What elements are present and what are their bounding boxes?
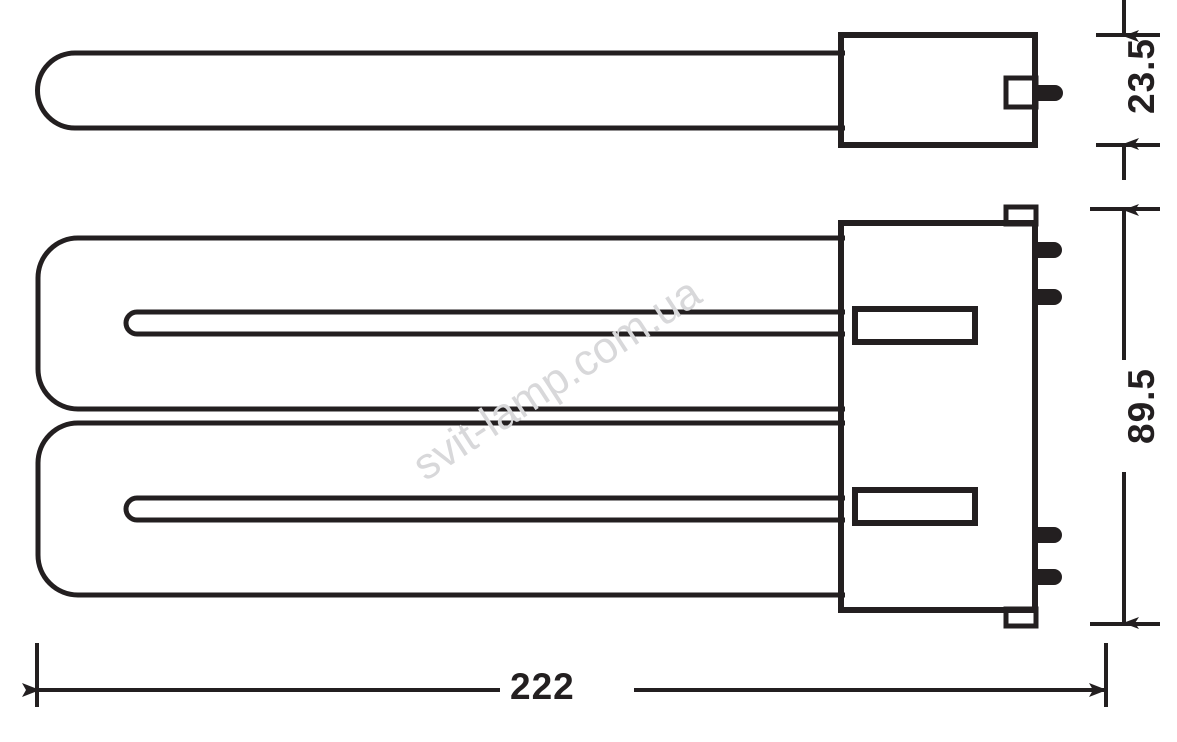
- base-tab-lower: [1003, 606, 1039, 629]
- pin-2: [1033, 289, 1062, 305]
- pin-1: [1033, 242, 1062, 258]
- dimension-label-lamp-width: 89.5: [1121, 367, 1163, 445]
- dimension-label-cap-depth: 23.5: [1121, 37, 1163, 115]
- tube-lower-u: [35, 420, 845, 598]
- pin-top-1: [1033, 85, 1063, 101]
- tube-top-side: [35, 50, 845, 131]
- dimension-label-lamp-length: 222: [510, 666, 575, 707]
- tube-upper-u-inner-divider: [123, 309, 845, 337]
- base-block-main: [838, 220, 1038, 613]
- base-notch-top: [1003, 75, 1039, 110]
- pin-3: [1033, 527, 1062, 543]
- base-tab-upper: [1003, 204, 1039, 227]
- pin-4: [1033, 569, 1062, 585]
- base-slot-upper: [852, 306, 978, 345]
- tube-upper-u: [35, 235, 845, 412]
- tube-lower-u-inner-divider: [123, 495, 845, 523]
- base-slot-lower: [852, 487, 978, 526]
